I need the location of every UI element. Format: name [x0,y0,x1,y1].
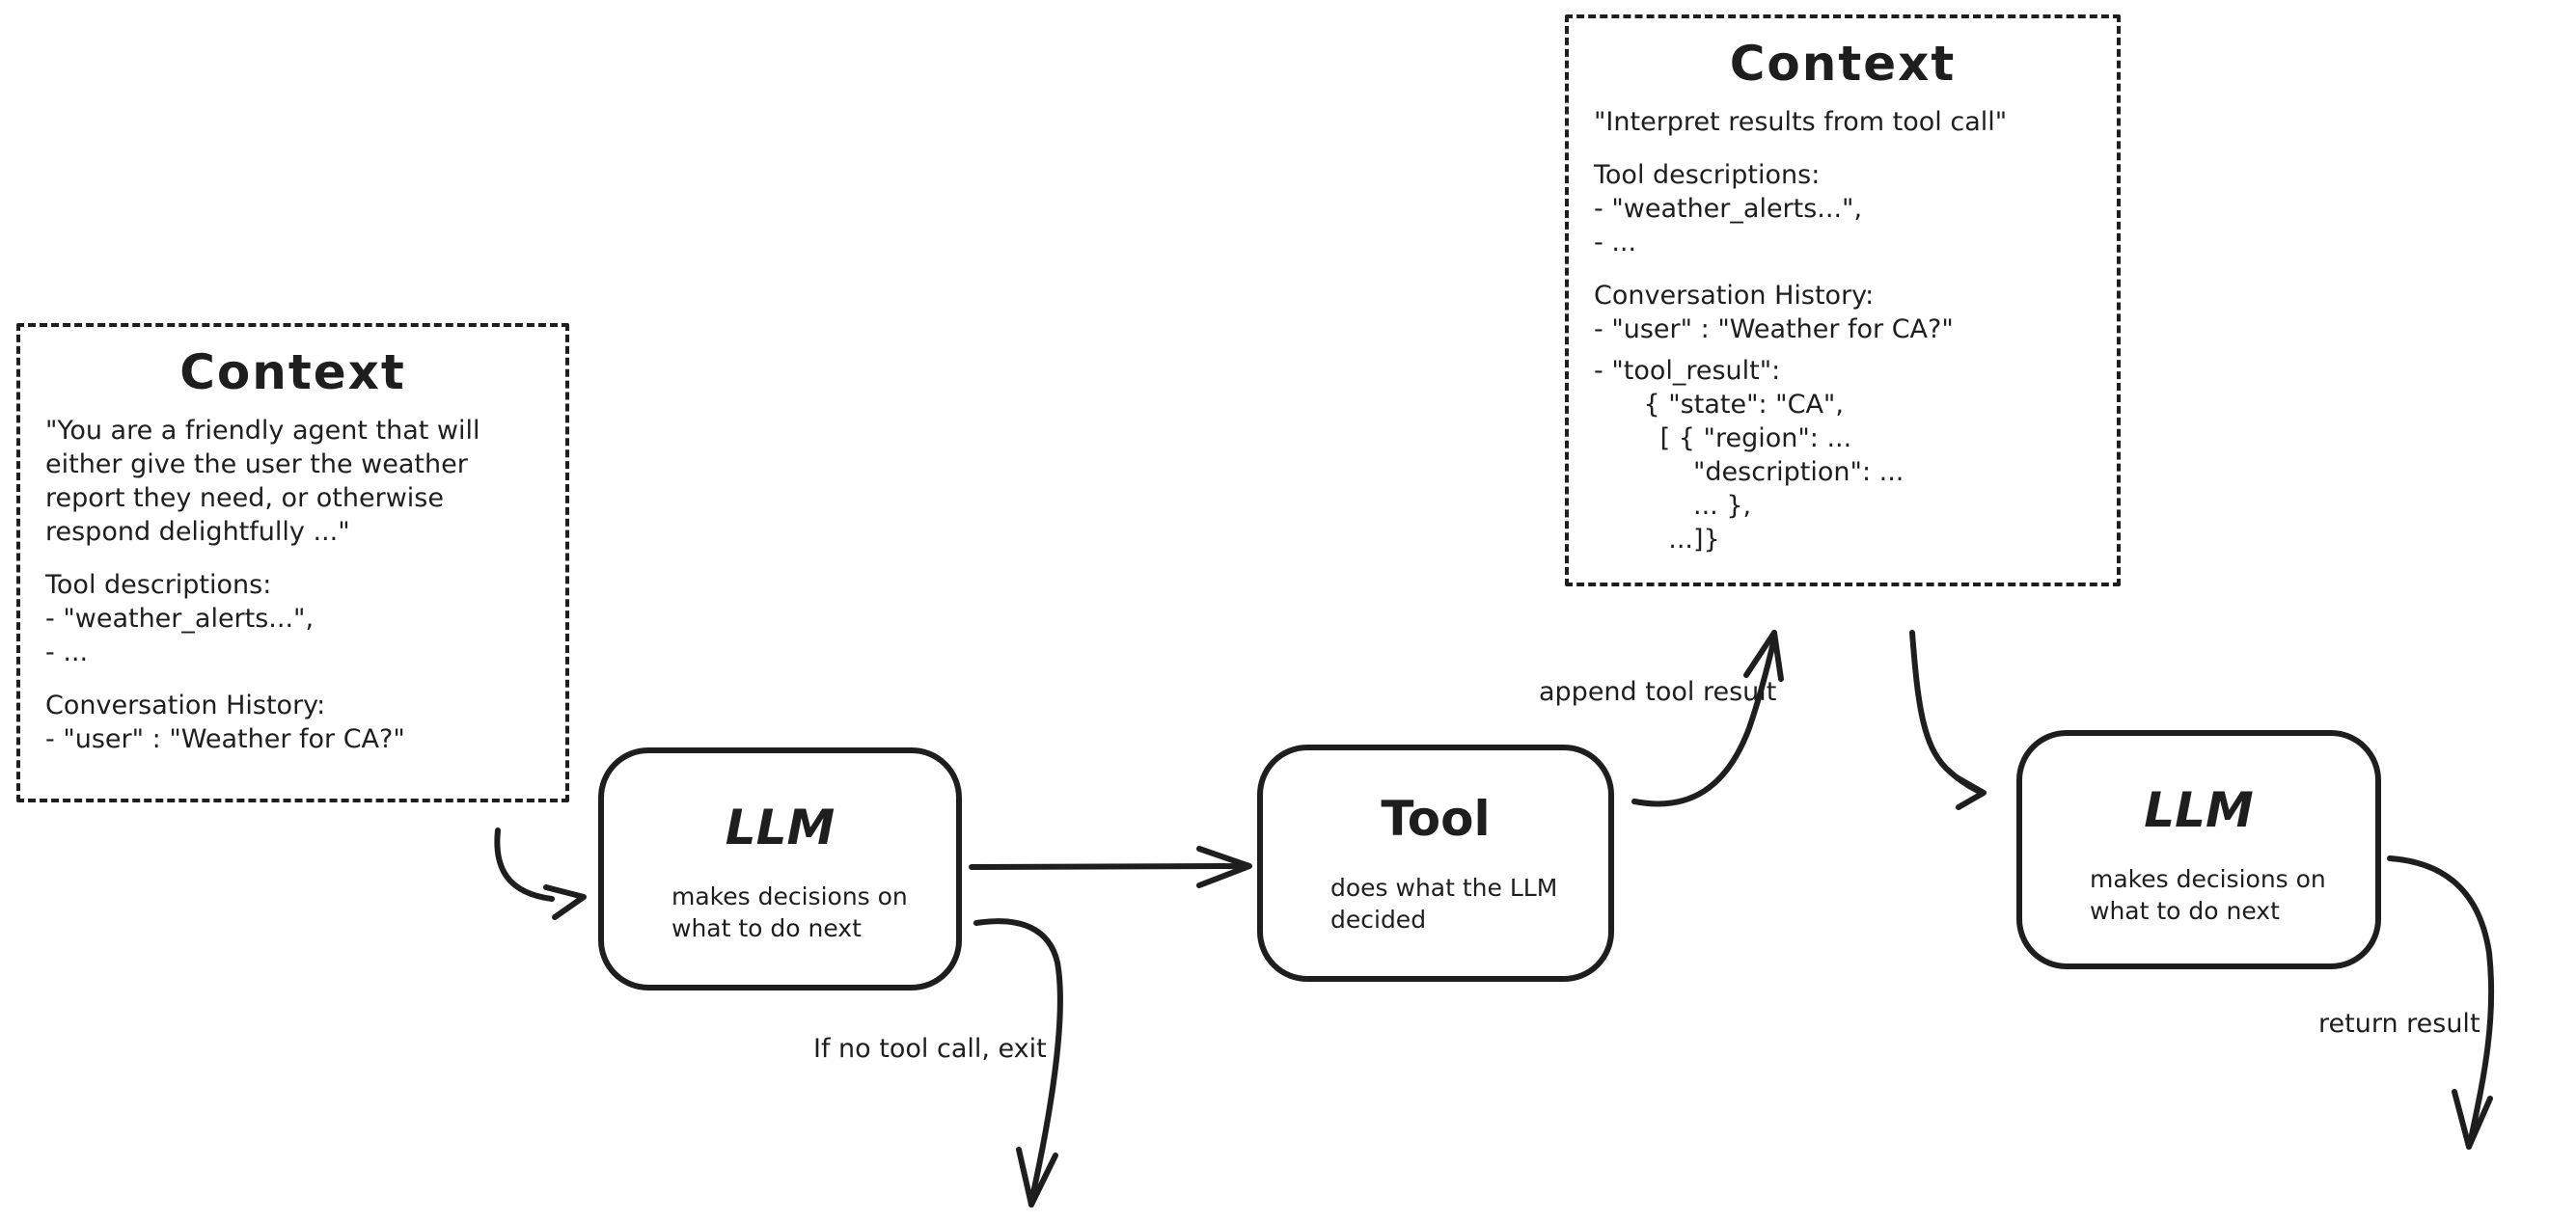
tool-node-title: Tool [1381,791,1491,847]
tool-result-json-line: ... }, [1594,491,1752,521]
tool-descriptions-item: - "weather_alerts...", [45,604,315,634]
system-prompt-line: either give the user the weather [45,449,468,479]
conversation-history-item: - "tool_result": [1594,356,1781,386]
conversation-history-item: - "user" : "Weather for CA?" [45,724,405,754]
system-prompt-line: "You are a friendly agent that will [45,416,480,446]
arrow-tool-to-context-right [1631,630,1784,807]
tool-result-json-line: ...]} [1594,525,1720,555]
spacer [45,549,540,568]
tool-node-subtitle-line: does what the LLM [1330,874,1558,902]
tool-result-json-line: "description": ... [1594,457,1905,487]
arrow-llm2-return [2387,855,2495,1150]
tool-result-json-line: [ { "region": ... [1594,423,1852,453]
context-initial-title: Context [179,344,406,400]
interpret-instruction: "Interpret results from tool call" [1594,107,2008,137]
conversation-history-item: - "user" : "Weather for CA?" [1594,314,1954,344]
llm-node-2: LLM makes decisions on what to do next [2016,730,2381,969]
edge-label-return-result: return result [2318,1009,2480,1039]
conversation-history-header: Conversation History: [1594,281,1875,311]
llm-node-1-title: LLM [725,800,836,855]
tool-node-subtitle: does what the LLM decided [1330,872,1608,936]
llm-node-2-title: LLM [2144,782,2254,838]
context-box-after-tool: Context "Interpret results from tool cal… [1565,14,2121,586]
context-after-tool-title: Context [1729,36,1957,92]
tool-result-json-line: { "state": "CA", [1594,390,1844,420]
spacer [45,669,540,689]
llm-node-1-subtitle-line: what to do next [671,914,862,942]
llm-node-1-subtitle-line: makes decisions on [671,882,908,910]
spacer [1594,259,2092,279]
tool-node: Tool does what the LLM decided [1257,745,1614,982]
tool-descriptions-item: - ... [1594,228,1637,258]
llm-node-1: LLM makes decisions on what to do next [598,747,962,990]
arrow-context-left-to-llm1 [494,828,587,920]
system-prompt-line: report they need, or otherwise [45,483,444,513]
arrow-context-right-to-llm2 [1909,630,1987,810]
tool-node-subtitle-line: decided [1330,906,1427,934]
tool-descriptions-item: - ... [45,638,89,667]
edge-label-append-tool-result: append tool result [1539,677,1777,707]
spacer [1594,139,2092,158]
llm-node-2-subtitle-line: makes decisions on [2090,865,2326,893]
spacer [1594,346,2092,354]
llm-node-1-subtitle: makes decisions on what to do next [671,881,956,944]
tool-descriptions-header: Tool descriptions: [1594,160,1821,190]
edge-label-no-tool-call-exit: If no tool call, exit [813,1034,1047,1064]
tool-descriptions-item: - "weather_alerts...", [1594,194,1863,224]
llm-node-2-subtitle-line: what to do next [2090,897,2280,925]
system-prompt-line: respond delightfully ..." [45,517,350,547]
arrow-llm1-exit [973,918,1063,1207]
context-box-initial: Context "You are a friendly agent that w… [16,323,569,802]
llm-node-2-subtitle: makes decisions on what to do next [2090,863,2375,927]
conversation-history-header: Conversation History: [45,691,326,720]
arrow-llm1-to-tool [969,846,1252,888]
tool-descriptions-header: Tool descriptions: [45,570,272,600]
